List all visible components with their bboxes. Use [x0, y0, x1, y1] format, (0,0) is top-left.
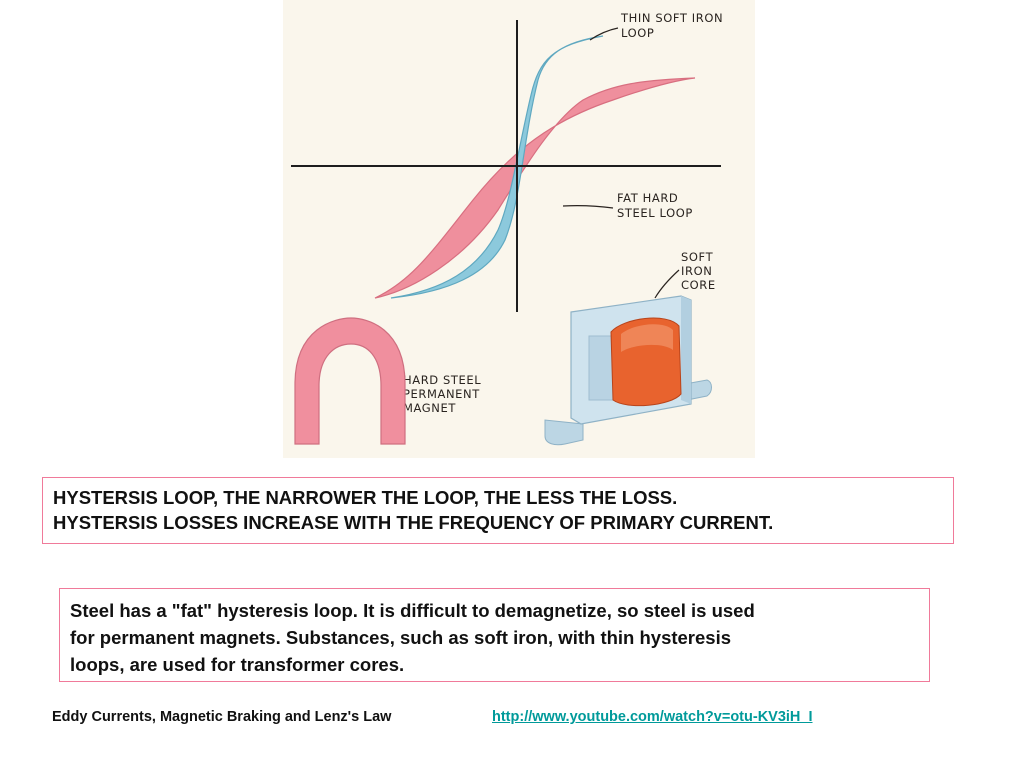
- fat-loop-label-1: FAT HARD: [617, 191, 678, 205]
- hysteresis-caption-box: HYSTERSIS LOOP, THE NARROWER THE LOOP, T…: [42, 477, 954, 544]
- soft-iron-core-icon: [544, 295, 712, 446]
- steel-explanation-line-3: loops, are used for transformer cores.: [70, 654, 405, 675]
- illustration-svg: THIN SOFT IRON LOOP FAT HARD STEEL LOOP …: [291, 11, 723, 446]
- core-label-2: IRON: [681, 264, 712, 278]
- core-leader: [654, 269, 680, 299]
- thin-loop-leader: [589, 27, 619, 41]
- horseshoe-magnet-icon: [294, 317, 406, 445]
- thin-loop-label-1: THIN SOFT IRON: [620, 11, 723, 25]
- fat-loop-leader: [562, 205, 614, 209]
- youtube-link[interactable]: http://www.youtube.com/watch?v=otu-KV3iH…: [492, 709, 813, 725]
- steel-explanation-line-2: for permanent magnets. Substances, such …: [70, 627, 732, 648]
- thin-soft-iron-loop: [390, 35, 604, 299]
- hysteresis-caption-line-1: HYSTERSIS LOOP, THE NARROWER THE LOOP, T…: [53, 487, 678, 508]
- steel-explanation-box: Steel has a "fat" hysteresis loop. It is…: [59, 588, 930, 682]
- core-label-1: SOFT: [681, 250, 714, 264]
- fat-loop-label-2: STEEL LOOP: [617, 206, 693, 220]
- hysteresis-illustration: THIN SOFT IRON LOOP FAT HARD STEEL LOOP …: [283, 0, 755, 458]
- hysteresis-caption-line-2: HYSTERSIS LOSSES INCREASE WITH THE FREQU…: [53, 512, 774, 533]
- magnet-label-3: MAGNET: [403, 401, 456, 415]
- steel-explanation-line-1: Steel has a "fat" hysteresis loop. It is…: [70, 600, 755, 621]
- magnet-label-2: PERMANENT: [403, 387, 480, 401]
- footer-title: Eddy Currents, Magnetic Braking and Lenz…: [52, 709, 392, 725]
- fat-hard-steel-loop: [374, 77, 696, 299]
- thin-loop-label-2: LOOP: [621, 26, 654, 40]
- core-label-3: CORE: [681, 278, 716, 292]
- magnet-label-1: HARD STEEL: [403, 373, 481, 387]
